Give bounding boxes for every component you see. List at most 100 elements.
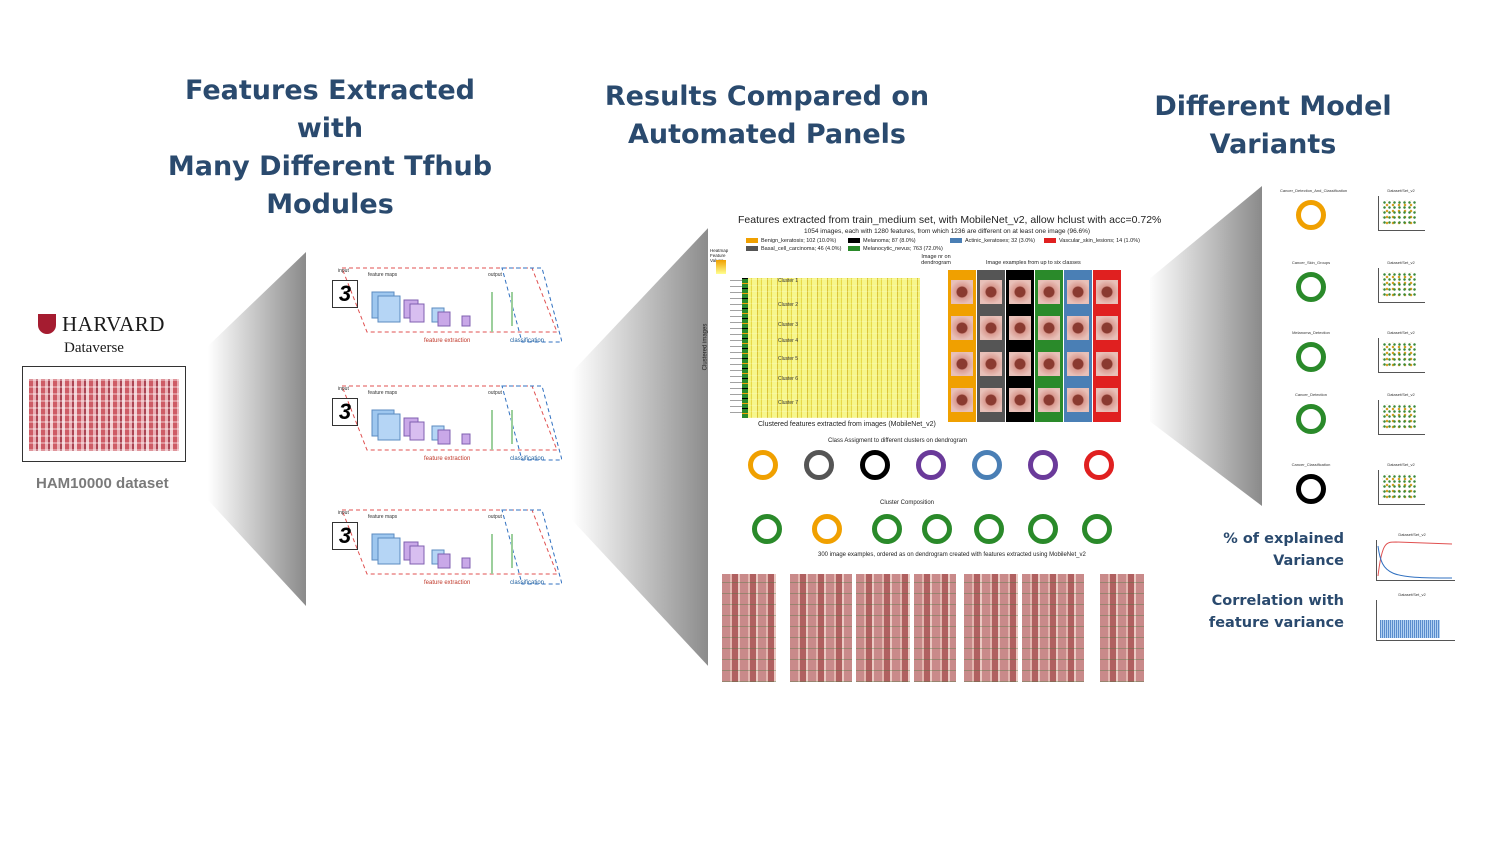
input-label: input [338, 386, 349, 392]
donut [1296, 200, 1326, 230]
scatter-plot: Dataset/Set_v2 [1370, 188, 1432, 238]
digit-3-image: 3 [332, 522, 358, 550]
funnel-shape-1 [208, 252, 306, 606]
feature-maps-label: feature maps [368, 514, 398, 520]
example-column [1035, 270, 1063, 422]
mosaic-grid [790, 574, 852, 682]
donut-plot: Cancer_Detection [1280, 392, 1342, 442]
donut [1296, 342, 1326, 372]
panel-title: Features extracted from train_medium set… [738, 214, 1162, 226]
example-column [948, 270, 976, 422]
legend-swatch [746, 238, 758, 244]
cnn-architecture-graphic [341, 385, 563, 461]
explained-variance-plot: Dataset/Set_v2 [1366, 532, 1458, 586]
correlation-label: Correlation with feature variance [1209, 590, 1344, 634]
legend-swatch [746, 246, 758, 252]
cluster-donut [804, 450, 834, 480]
cluster-label: Cluster 5 [778, 356, 799, 362]
mosaic-grid [1022, 574, 1084, 682]
plot-title: Dataset/Set_v2 [1387, 392, 1415, 397]
heatmap-key [716, 260, 726, 274]
examples-label: Image examples from up to six classes [986, 260, 1081, 266]
scatter-plot: Dataset/Set_v2 [1370, 330, 1432, 380]
legend-label: Basal_cell_carcinoma; 46 (4.0%) [761, 246, 842, 252]
label-line: Variance [1273, 553, 1344, 569]
output-label: output [488, 390, 502, 396]
legend-item: Actinic_keratoses; 32 (3.0%) [950, 238, 1035, 244]
classification-label: classification [510, 456, 545, 462]
plot-title: Dataset/Set_v2 [1398, 592, 1426, 597]
legend-label: Actinic_keratoses; 32 (3.0%) [965, 238, 1036, 244]
example-image [1067, 316, 1089, 340]
cluster-donut [972, 450, 1002, 480]
plot-title: Cancer_Detection [1294, 392, 1328, 397]
title-line: Many Different Tfhub [167, 151, 493, 182]
model-variants-panels: Cancer_Detection_And_Classification Data… [1262, 186, 1462, 506]
example-image [1038, 388, 1060, 412]
mosaic-grid [1100, 574, 1144, 682]
label-line: Correlation with [1211, 593, 1344, 609]
legend-item: Melanoma; 87 (8.0%) [848, 238, 916, 244]
example-image [980, 280, 1002, 304]
composition-donut [922, 514, 952, 544]
cluster-label: Cluster 4 [778, 338, 799, 344]
class-color-bar [742, 278, 748, 418]
example-image [1038, 280, 1060, 304]
example-column [977, 270, 1005, 422]
legend-label: Melanoma; 87 (8.0%) [863, 238, 916, 244]
legend-swatch [848, 246, 860, 252]
input-label: input [338, 510, 349, 516]
legend-item: Benign_keratosis; 102 (10.0%) [746, 238, 836, 244]
title-line: Automated Panels [627, 119, 906, 150]
scatter-points [1382, 272, 1416, 298]
mosaic-grid [914, 574, 956, 682]
image-mosaic-block [856, 574, 910, 682]
plot-axes [1376, 600, 1455, 641]
cnn-diagram-2: 3 input feature maps output feature extr… [332, 380, 563, 476]
mosaic-grid [722, 574, 776, 682]
scatter-points [1382, 342, 1416, 368]
example-image [1096, 316, 1118, 340]
legend-swatch [848, 238, 860, 244]
legend-item: Vascular_skin_lesions; 14 (1.0%) [1044, 238, 1140, 244]
plot-title: Dataset/Set_v2 [1387, 462, 1415, 467]
feature-extraction-label: feature extraction [424, 338, 471, 344]
legend-swatch [950, 238, 962, 244]
legend-item: Melanocytic_nevus; 763 (72.0%) [848, 246, 943, 252]
image-mosaic-block [790, 574, 852, 682]
example-image [1038, 316, 1060, 340]
classification-label: classification [510, 580, 545, 586]
cluster-donut [916, 450, 946, 480]
cnn-diagram-3: 3 input feature maps output feature extr… [332, 504, 563, 600]
label-line: % of explained [1223, 531, 1344, 547]
scatter-points [1382, 404, 1416, 430]
cluster-label: Cluster 7 [778, 400, 799, 406]
funnel-shape-3 [1148, 186, 1262, 506]
cluster-composition-donuts [722, 514, 1152, 564]
example-image [1096, 352, 1118, 376]
plot-title: Dataset/Set_v2 [1387, 188, 1415, 193]
donut-plot: Cancer_Skin_Groups [1280, 260, 1342, 310]
example-column [1006, 270, 1034, 422]
legend-label: Vascular_skin_lesions; 14 (1.0%) [1059, 238, 1140, 244]
mosaic-grid [856, 574, 910, 682]
scatter-plot: Dataset/Set_v2 [1370, 462, 1432, 512]
image-mosaic-block [722, 574, 776, 682]
output-label: output [488, 514, 502, 520]
example-image [1009, 388, 1031, 412]
title-model-variants: Different Model Variants [1090, 88, 1456, 164]
dataverse-label: Dataverse [64, 340, 124, 356]
cluster-donut [1028, 450, 1058, 480]
output-label: output [488, 272, 502, 278]
feature-extraction-label: feature extraction [424, 456, 471, 462]
example-image [980, 316, 1002, 340]
cluster-label: Cluster 3 [778, 322, 799, 328]
harvard-shield-icon [38, 314, 56, 334]
example-image [1096, 280, 1118, 304]
donut [1296, 272, 1326, 302]
example-image [980, 352, 1002, 376]
explained-variance-label: % of explained Variance [1223, 528, 1344, 572]
example-image [1067, 352, 1089, 376]
mosaic-title: 300 image examples, ordered as on dendro… [818, 552, 1086, 558]
